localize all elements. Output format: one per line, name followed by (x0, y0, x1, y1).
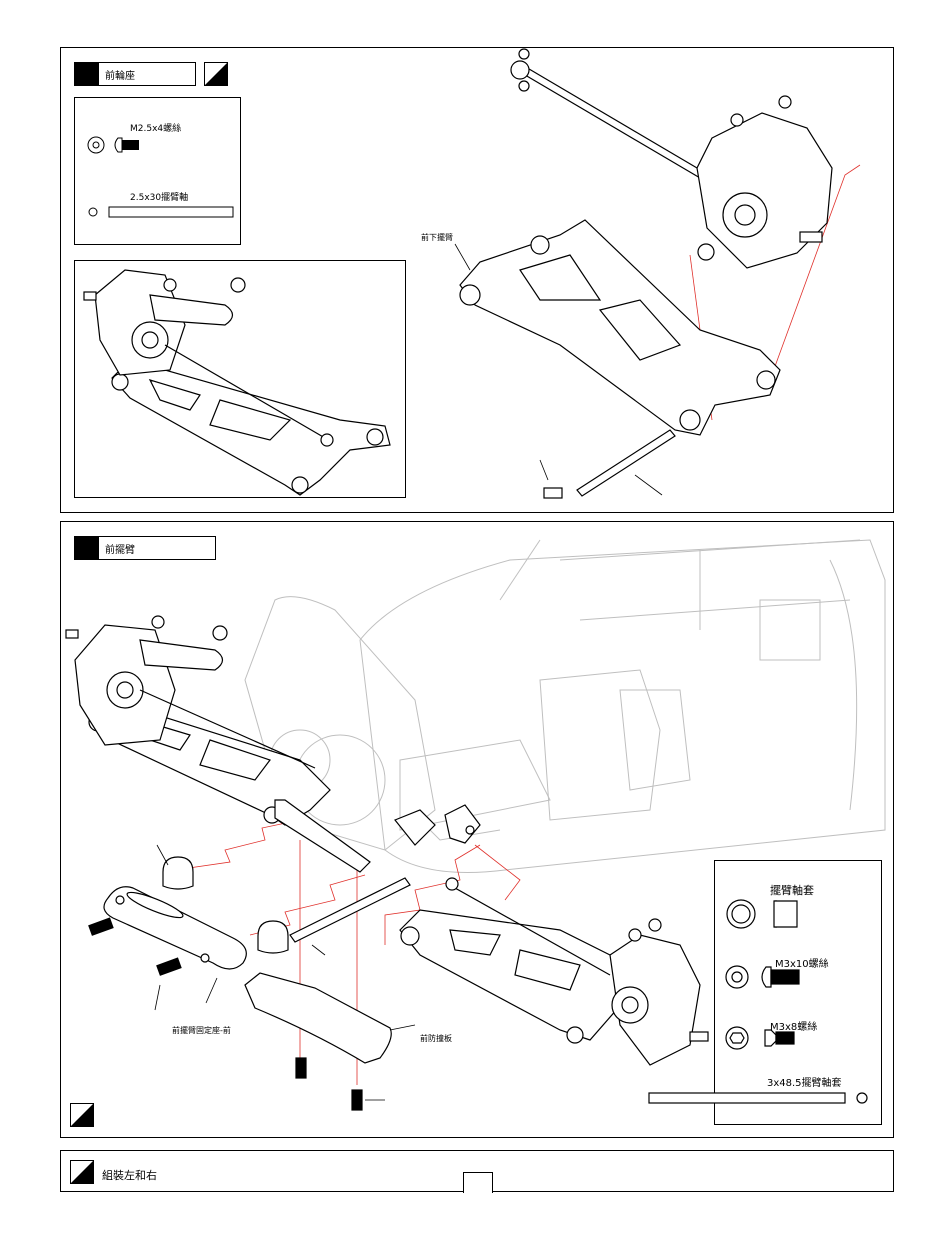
footer-text: 組裝左和右 (102, 1167, 157, 1183)
long-shaft-icon (649, 1093, 845, 1103)
countersunk-screw-icon (726, 1027, 794, 1049)
footer-notch (463, 1172, 493, 1193)
m3x10-washer-screw-icon (726, 966, 799, 988)
bushing-icon (727, 900, 797, 928)
footer-notch-mask (464, 1191, 492, 1194)
ring-icon (857, 1093, 867, 1103)
footer-slash-icon (70, 1160, 94, 1184)
